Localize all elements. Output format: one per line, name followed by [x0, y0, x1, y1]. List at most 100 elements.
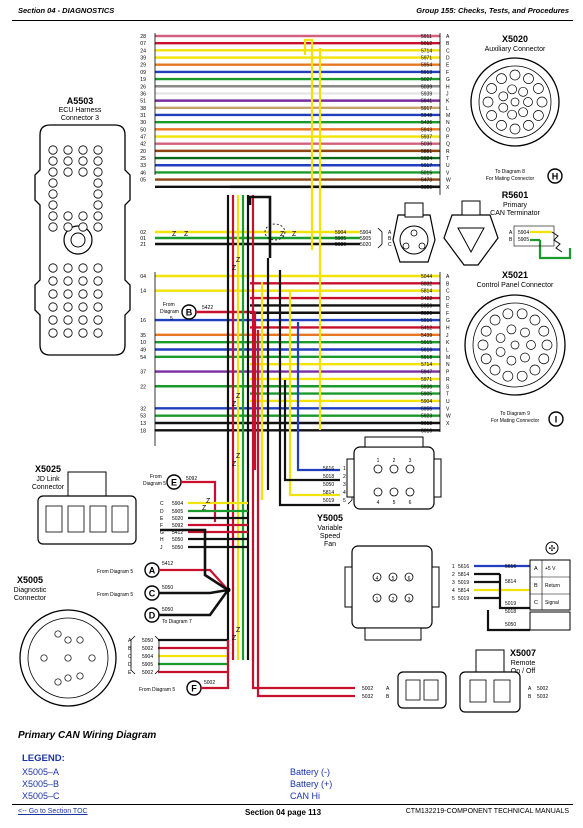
pin-number: 2	[343, 474, 346, 480]
x5025-body	[37, 495, 137, 545]
wire-number: 5002	[362, 686, 373, 692]
wire-number: 5020	[172, 516, 183, 522]
x5021-pin-letter: A	[446, 274, 450, 280]
ecu-pin-number: 39	[140, 56, 146, 62]
x5020-pin	[518, 107, 528, 118]
twisted-pair-marker	[264, 223, 286, 241]
x5005-pin	[54, 630, 62, 638]
wire-number: 5714	[421, 362, 432, 368]
x5021-pin	[477, 339, 489, 351]
x5021-pin-letter: B	[446, 281, 450, 287]
sensor-pin: A	[534, 566, 538, 572]
pin-number: 6	[409, 500, 412, 506]
x5020-pin	[523, 120, 534, 131]
wire-number: 5024	[421, 156, 432, 162]
wire-5002	[251, 640, 355, 690]
ecu-pin-number: 50	[140, 127, 146, 133]
ecu-pin-number: 35	[140, 333, 146, 339]
badge-letter: H	[552, 172, 559, 182]
ecu-pin-number: 24	[140, 48, 146, 54]
fan-motor-box	[529, 611, 571, 631]
fan-wire	[498, 574, 530, 610]
x5020-pin	[509, 123, 521, 135]
ecu-pin	[48, 189, 58, 199]
footer-rule	[12, 804, 573, 805]
wire-number: 5904	[518, 230, 529, 236]
x5005-pin	[64, 674, 72, 682]
x5021-pin	[541, 339, 553, 351]
twist-mark: Z	[236, 257, 241, 264]
ecu-pin	[78, 315, 88, 325]
ecu-pin-number: 29	[140, 63, 146, 69]
x5021-pin-letter: U	[446, 399, 450, 405]
ecu-center-bolt-inner	[70, 232, 86, 248]
ecu-pin	[93, 211, 103, 221]
footer-page: Section 04 page 113	[245, 808, 322, 817]
wire-number: 5412	[172, 530, 183, 536]
x5021-pin	[529, 314, 541, 326]
ecu-pin-number: 42	[140, 142, 146, 148]
pin-letter: A	[528, 686, 532, 692]
x5020-pin-letter: V	[446, 170, 450, 176]
ecu-pin	[93, 167, 103, 177]
y5005-name: Variable	[317, 525, 342, 532]
pin-number: 5	[343, 498, 346, 504]
diagram-caption: Primary CAN Wiring Diagram	[18, 730, 157, 741]
wire-number: 5020	[421, 311, 432, 317]
ecu-pin	[48, 200, 58, 210]
wire-number: 5018	[505, 609, 516, 615]
twist-mark: Z	[236, 393, 241, 400]
pin-number: 5	[392, 576, 395, 582]
twist-mark: Z	[236, 627, 241, 634]
pin-letter: D	[128, 662, 132, 668]
x5020-pin-letter: R	[446, 149, 450, 155]
wire-number: 5439	[421, 333, 432, 339]
x5020-note: To Diagram 8	[495, 169, 525, 175]
badge-letter: F	[191, 684, 197, 694]
sensor-label: Signal	[545, 600, 559, 606]
fan-connector-pin	[389, 464, 399, 474]
fan-wire	[486, 610, 530, 632]
wire-number: 5905	[142, 662, 153, 668]
wire-5002	[201, 640, 230, 690]
badge-letter: I	[555, 415, 558, 425]
y5005-name: Speed	[320, 533, 340, 540]
ecu-pin-number: 22	[140, 384, 146, 390]
ecu-pin-number: 38	[140, 106, 146, 112]
pin-letter: A	[509, 230, 513, 236]
x5021-pin	[510, 340, 520, 350]
ecu-pin-number: 25	[140, 156, 146, 162]
ecu-pin-number: 18	[140, 428, 146, 434]
x5007-cavity	[469, 679, 487, 703]
wire-number: 5050	[421, 303, 432, 309]
to-diagram-h-badge	[547, 168, 563, 184]
x5021-pin	[495, 333, 506, 343]
go-to-section-toc-link[interactable]: <-- Go to Section TOC	[18, 808, 88, 815]
fan-connector-top	[364, 436, 424, 448]
legend-title: LEGEND:	[22, 753, 65, 764]
fan-mate-body	[351, 545, 433, 629]
x5020-pin	[507, 109, 517, 120]
x5021-pin-letter: J	[446, 333, 449, 339]
terminator-plug-pin	[402, 242, 410, 250]
x5021-pin-letter: K	[446, 340, 450, 346]
x5021-pin-letter: R	[446, 377, 450, 383]
x5020-pin	[509, 69, 521, 81]
ecu-pin	[93, 178, 103, 188]
wire-number: 5904	[142, 654, 153, 660]
header-section: Section 04 - DIAGNOSTICS	[18, 6, 115, 15]
ecu-pin	[63, 328, 73, 338]
ecu-pin	[63, 145, 73, 155]
x5020-pin-letter: D	[446, 56, 450, 62]
x5021-pin	[489, 314, 501, 326]
wire-number: 5814	[458, 572, 469, 578]
x5007-mate-cavity	[405, 679, 421, 701]
pin-number: 1	[343, 466, 346, 472]
fan-mate-bottom	[364, 627, 422, 641]
wire-number: 5002	[142, 646, 153, 652]
pin-letter: A	[386, 686, 390, 692]
splice-point	[225, 587, 231, 593]
x5021-name: Control Panel Connector	[477, 282, 554, 289]
ref-text: To Diagram 7	[162, 619, 192, 625]
